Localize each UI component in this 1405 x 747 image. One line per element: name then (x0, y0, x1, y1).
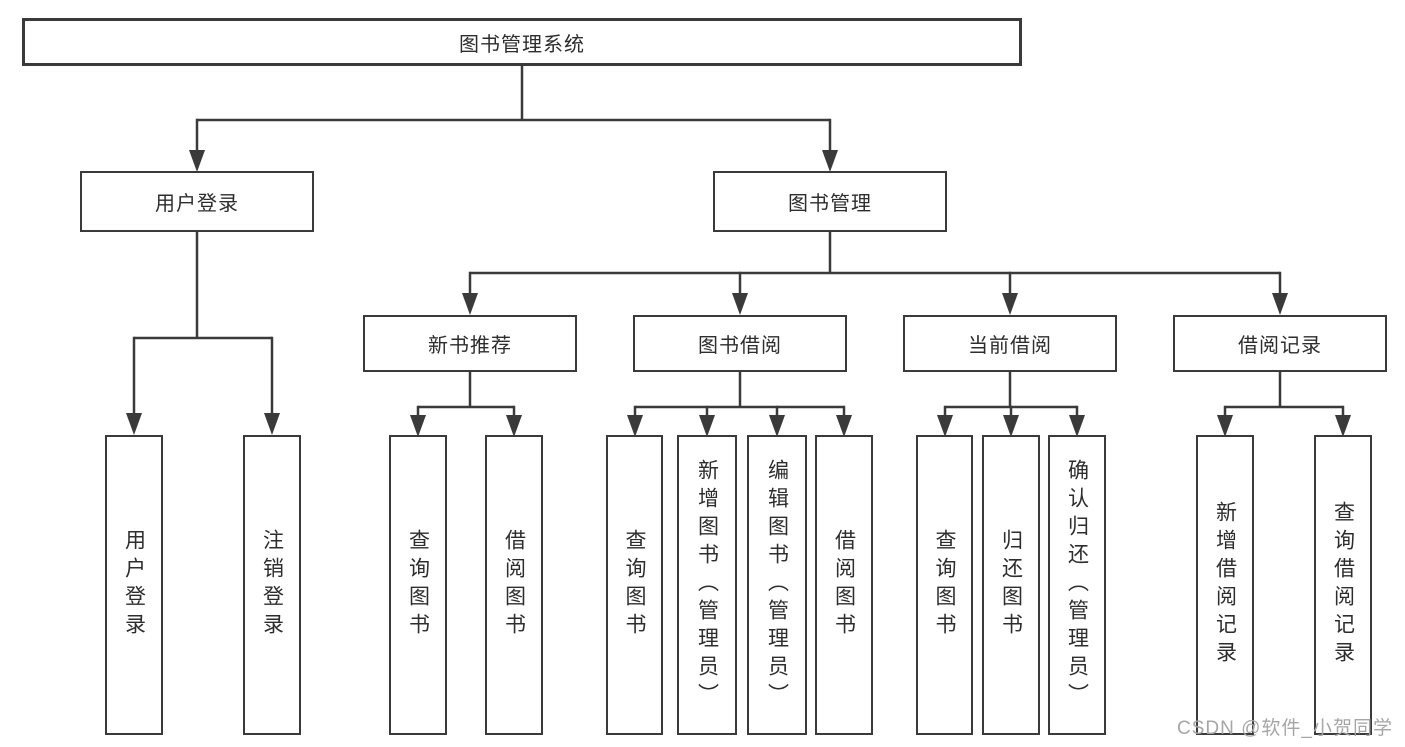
leaf-add-book-admin: 新增图书（管理员） (677, 435, 737, 735)
csdn-watermark: CSDN @软件_小贺同学 (1177, 718, 1393, 739)
leaf-query-book-1-label: 查询图书 (406, 529, 430, 641)
leaf-edit-book-admin-label: 编辑图书（管理员） (765, 459, 789, 711)
node-root-system: 图书管理系统 (22, 18, 1022, 66)
edge-user-login-to-leaves (126, 232, 280, 435)
edge-new-book-to-leaves (410, 372, 522, 437)
edge-book-mgmt-to-level3 (462, 232, 1288, 315)
leaf-borrow-book-2-label: 借阅图书 (832, 529, 856, 641)
node-new-book-recommend: 新书推荐 (363, 315, 577, 372)
node-book-borrow: 图书借阅 (633, 315, 847, 372)
leaf-user-login: 用户登录 (105, 435, 163, 735)
leaf-query-book-2-label: 查询图书 (623, 529, 646, 641)
leaf-query-book-3-label: 查询图书 (933, 529, 956, 641)
leaf-confirm-return-admin: 确认归还（管理员） (1048, 435, 1106, 735)
node-borrow-record: 借阅记录 (1173, 315, 1387, 372)
leaf-query-borrow-record: 查询借阅记录 (1314, 435, 1372, 735)
leaf-add-book-admin-label: 新增图书（管理员） (695, 459, 719, 711)
leaf-borrow-book-2: 借阅图书 (815, 435, 873, 735)
edge-current-borrow-to-leaves (937, 372, 1085, 437)
leaf-query-book-1: 查询图书 (389, 435, 447, 735)
leaf-logout-label: 注销登录 (260, 529, 284, 641)
leaf-borrow-book-1: 借阅图书 (485, 435, 543, 735)
node-current-borrow: 当前借阅 (903, 315, 1117, 372)
node-user-login: 用户登录 (80, 171, 314, 232)
leaf-return-book: 归还图书 (982, 435, 1040, 735)
edge-root-to-level2 (189, 66, 838, 172)
edge-borrow-record-to-leaves (1217, 372, 1351, 437)
leaf-edit-book-admin: 编辑图书（管理员） (747, 435, 807, 735)
leaf-borrow-book-1-label: 借阅图书 (502, 529, 526, 641)
leaf-user-login-label: 用户登录 (122, 529, 146, 641)
leaf-add-borrow-record-label: 新增借阅记录 (1213, 501, 1237, 669)
leaf-query-book-3: 查询图书 (916, 435, 973, 735)
leaf-confirm-return-admin-label: 确认归还（管理员） (1065, 459, 1089, 711)
leaf-query-book-2: 查询图书 (606, 435, 663, 735)
node-book-management: 图书管理 (713, 171, 947, 232)
leaf-add-borrow-record: 新增借阅记录 (1196, 435, 1254, 735)
leaf-query-borrow-record-label: 查询借阅记录 (1331, 501, 1355, 669)
leaf-logout: 注销登录 (243, 435, 301, 735)
edge-book-borrow-to-leaves (627, 372, 852, 437)
leaf-return-book-label: 归还图书 (999, 529, 1023, 641)
